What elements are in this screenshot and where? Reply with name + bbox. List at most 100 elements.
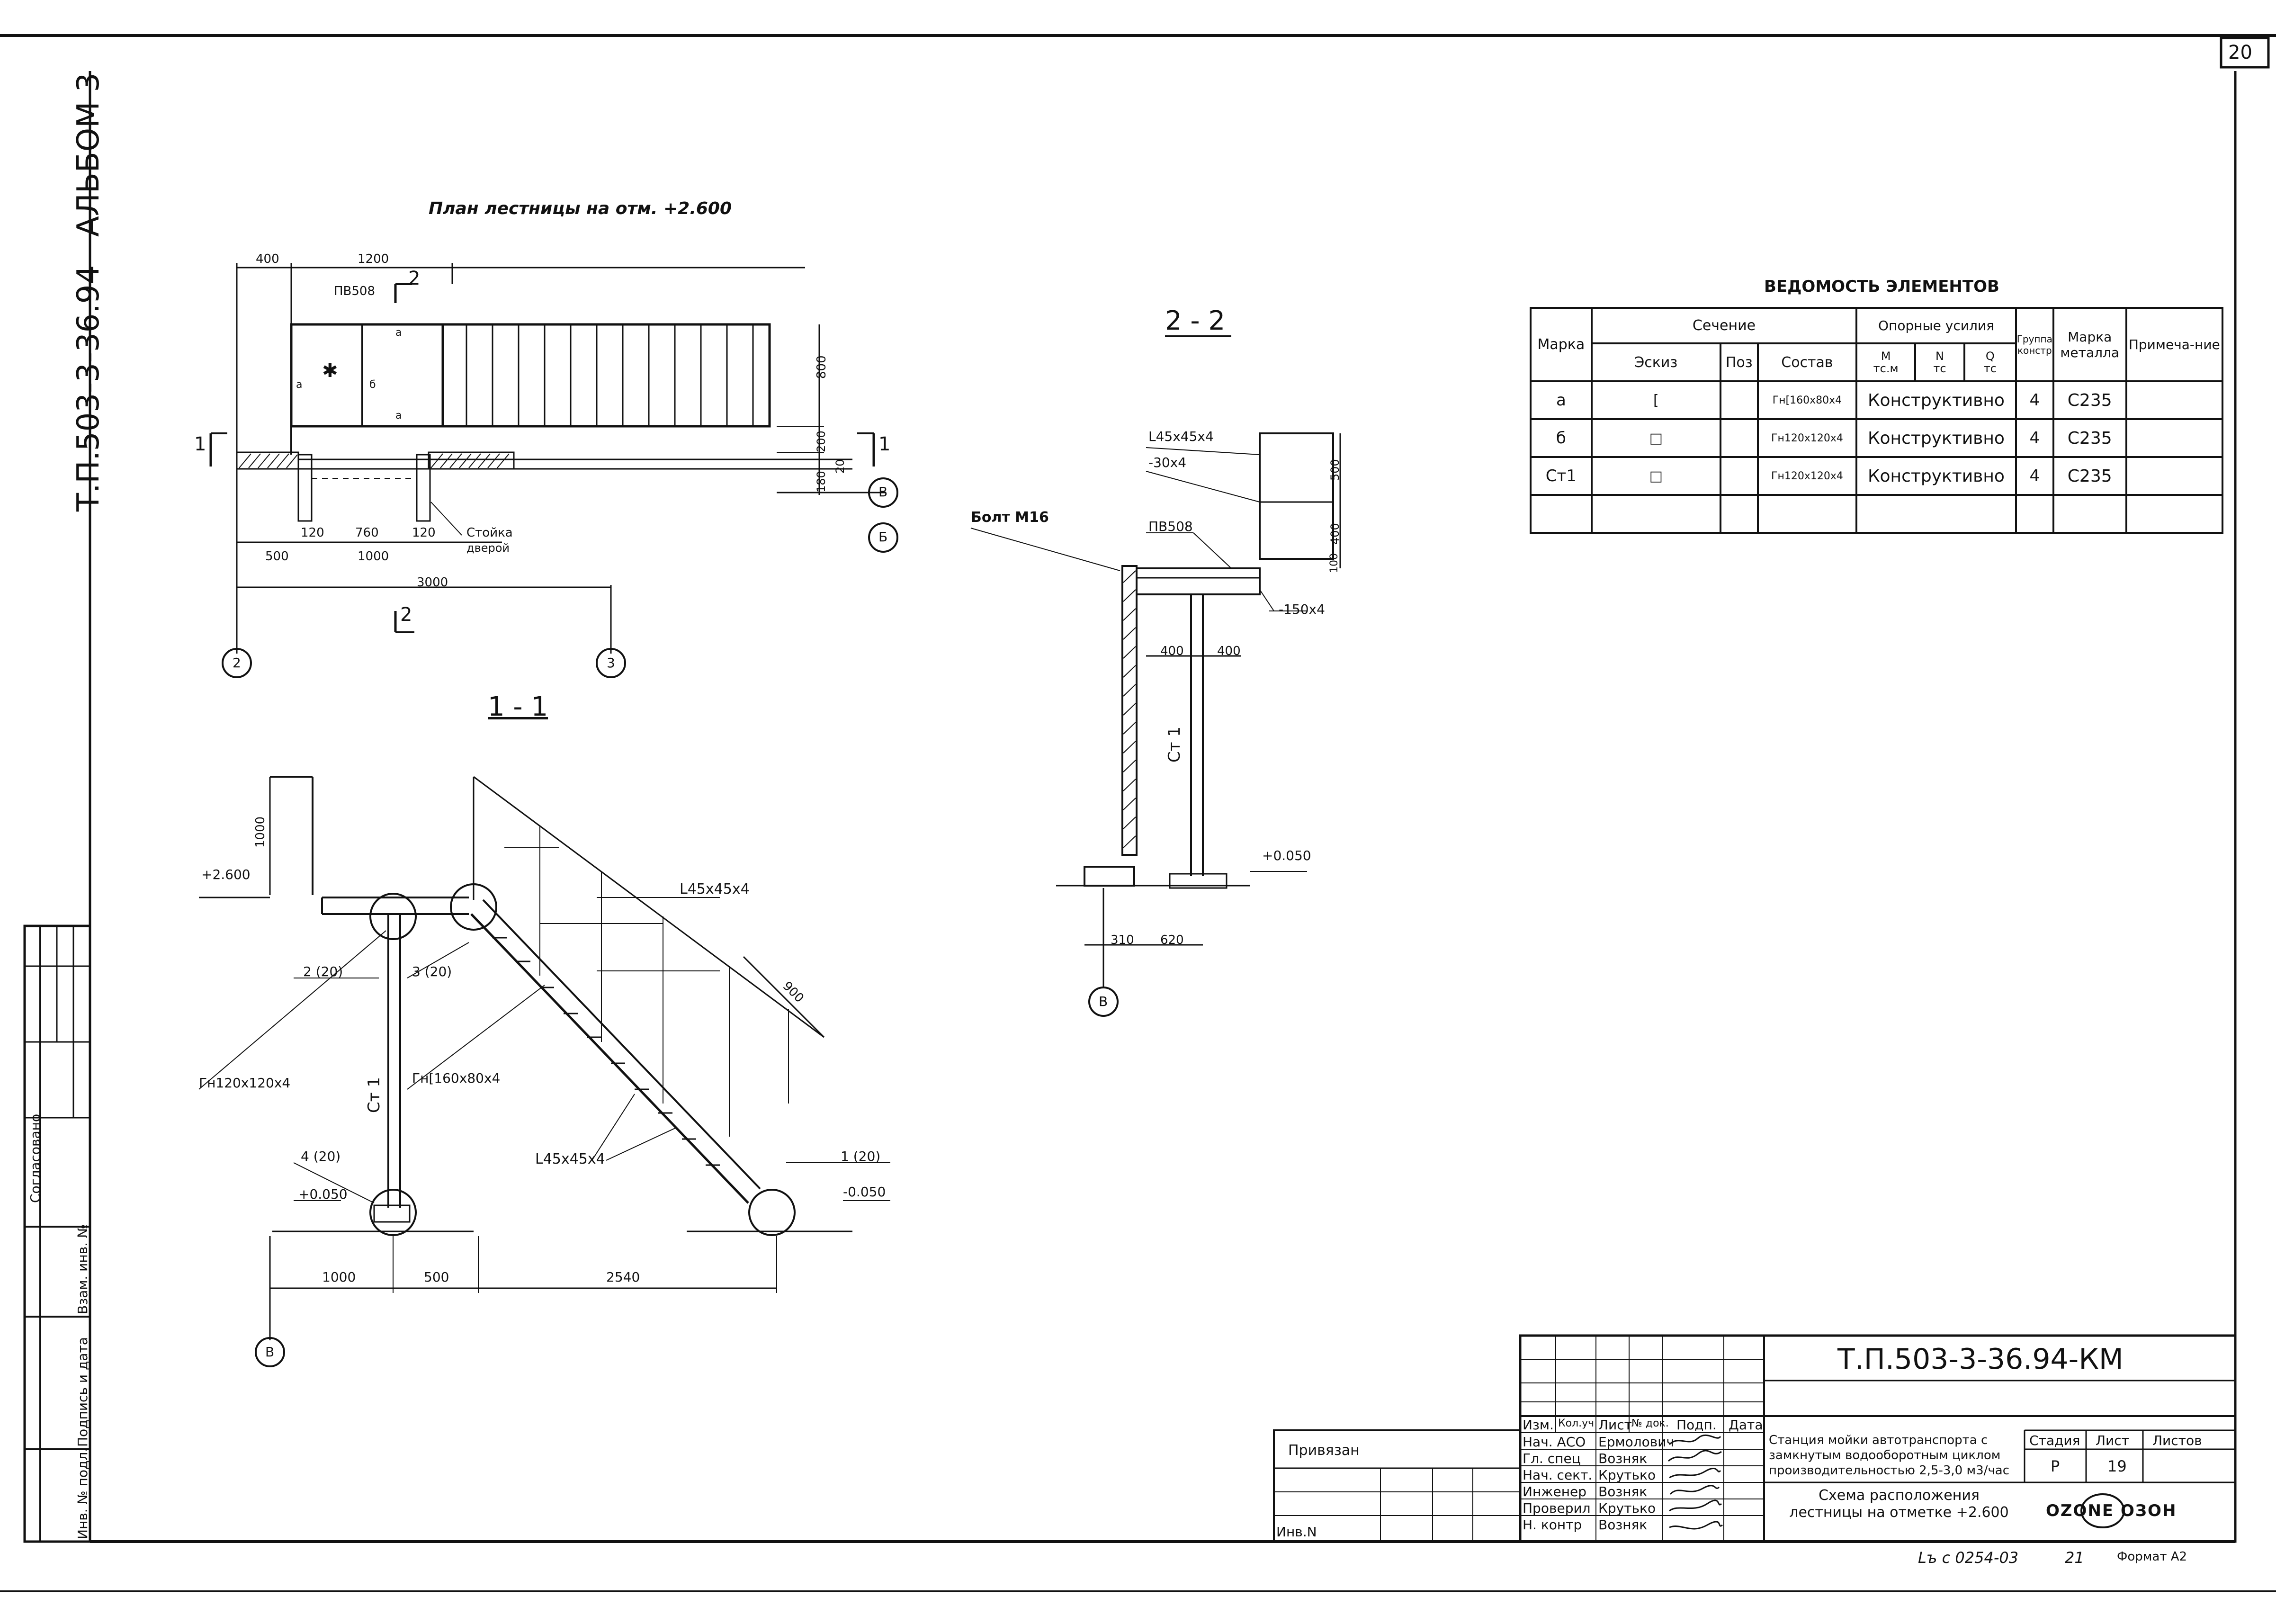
th-q-label: Q xyxy=(1985,349,1995,363)
plan-label-a3: а xyxy=(395,410,402,422)
sheet-header: Лист xyxy=(2096,1433,2129,1448)
tb-col-doc: № док. xyxy=(1631,1418,1669,1429)
th-q-unit: тс xyxy=(1983,362,1997,375)
cell-group: 4 xyxy=(2015,418,2054,458)
cell-steel: С235 xyxy=(2052,418,2127,458)
inv-subst-label: Взам. инв. № xyxy=(75,1224,90,1314)
s22-dim-400a: 400 xyxy=(1160,644,1184,658)
plan-label-a2: а xyxy=(296,379,303,391)
bound-label: Привязан xyxy=(1288,1442,1360,1459)
rebar-mesh-icon: ✱ xyxy=(322,360,338,382)
s22-dim-100: 100 xyxy=(1328,553,1340,573)
cell-forces: Конструктивно xyxy=(1855,380,2017,420)
s11-n4: 4 (20) xyxy=(301,1148,341,1164)
cell-composition: Гн[160х80х4 xyxy=(1756,380,1858,420)
inv-label: Инв.N xyxy=(1276,1524,1317,1540)
cell-steel: С235 xyxy=(2052,380,2127,420)
th-composition: Состав xyxy=(1756,342,1858,382)
tb-col-sign: Подп. xyxy=(1676,1417,1717,1433)
s11-dim-500: 500 xyxy=(424,1269,449,1285)
tb-col-list: Лист xyxy=(1598,1417,1632,1433)
cell-empty xyxy=(1590,494,1721,534)
tb-name-5: Возняк xyxy=(1598,1517,1648,1533)
post-label-1: Стойка xyxy=(466,526,513,540)
th-group: Группа констр xyxy=(2015,307,2054,382)
sign-date-label: Подпись и дата xyxy=(75,1337,90,1447)
project-name: Станция мойки автотранспорта с замкнутым… xyxy=(1769,1433,2009,1478)
axis-2: 2 xyxy=(233,655,241,671)
drawing-name: Схема расположения лестницы на отметке +… xyxy=(1789,1487,2009,1521)
s22-dim-620: 620 xyxy=(1160,933,1184,947)
plan-label-b: б xyxy=(369,379,376,391)
plan-dim-200: 200 xyxy=(815,431,828,452)
album-label: АЛЬБОМ 3 xyxy=(71,72,106,237)
axis-B-s11: В xyxy=(265,1344,275,1360)
table-row-empty xyxy=(1530,494,2224,534)
cell-empty xyxy=(1530,494,1593,534)
cell-pos xyxy=(1719,456,1759,496)
th-m-label: М xyxy=(1881,349,1891,363)
footer-num: 21 xyxy=(2065,1549,2084,1567)
s11-gn120: Гн120х120х4 xyxy=(199,1075,291,1091)
th-section: Сечение xyxy=(1590,307,1858,344)
plan-dim-800: 800 xyxy=(815,355,829,379)
cell-pos xyxy=(1719,380,1759,420)
th-steel: Марка металла xyxy=(2052,307,2127,382)
plan-dim-1200: 1200 xyxy=(358,252,389,266)
s11-n2: 2 (20) xyxy=(303,964,343,979)
s22-p150: -150х4 xyxy=(1279,601,1325,617)
th-n-label: N xyxy=(1935,349,1944,363)
page-number: 20 xyxy=(2228,42,2252,63)
sheet-value: 19 xyxy=(2107,1457,2127,1475)
s11-dim-1000v: 1000 xyxy=(253,816,268,848)
tb-name-4: Крутько xyxy=(1598,1500,1656,1516)
sheets-header: Листов xyxy=(2152,1433,2202,1448)
th-n-unit: тс xyxy=(1933,362,1946,375)
cell-mark: а xyxy=(1530,380,1593,420)
cut-2-top: 2 xyxy=(408,268,421,289)
plan-dim-500: 500 xyxy=(265,549,289,564)
s22-bolt: Болт М16 xyxy=(971,509,1049,526)
th-forces: Опорные усилия xyxy=(1855,307,2017,344)
cell-sketch: □ xyxy=(1590,456,1721,496)
cell-empty xyxy=(1855,494,2017,534)
doc-code-side: Т.П.503-3-36.94 xyxy=(71,265,106,511)
s11-elev-top: +2.600 xyxy=(201,867,251,882)
cell-steel: С235 xyxy=(2052,456,2127,496)
cell-group: 4 xyxy=(2015,456,2054,496)
table-row: а [ Гн[160х80х4 Конструктивно 4 С235 xyxy=(1530,380,2224,420)
axis-3: 3 xyxy=(607,655,615,671)
s11-st1: Ст 1 xyxy=(365,1077,384,1113)
s22-st1: Ст 1 xyxy=(1165,727,1184,763)
th-sketch: Эскиз xyxy=(1590,342,1721,382)
cell-composition: Гн120х120х4 xyxy=(1756,456,1858,496)
s22-l45: L45х45х4 xyxy=(1148,429,1214,444)
plan-dim-1000: 1000 xyxy=(358,549,389,564)
tb-role-2: Нач. сект. xyxy=(1523,1467,1593,1483)
tb-name-0: Ермолович xyxy=(1598,1434,1674,1450)
plan-dim-120b: 120 xyxy=(412,526,436,540)
s11-l45-b: L45х45х4 xyxy=(535,1151,605,1167)
cell-composition: Гн120х120х4 xyxy=(1756,418,1858,458)
cell-sketch: □ xyxy=(1590,418,1721,458)
s22-elev: +0.050 xyxy=(1262,848,1311,863)
company-logo: OZONE ОЗОН xyxy=(2046,1501,2177,1520)
plan-dim-400: 400 xyxy=(256,252,279,266)
plan-dim-760: 760 xyxy=(355,526,379,540)
cell-sketch: [ xyxy=(1590,380,1721,420)
signature-marks xyxy=(1667,1435,1723,1530)
cell-empty xyxy=(2125,494,2224,534)
cell-forces: Конструктивно xyxy=(1855,456,2017,496)
cell-empty xyxy=(2052,494,2127,534)
plan-dim-3000: 3000 xyxy=(417,575,448,590)
elements-table-title: ВЕДОМОСТЬ ЭЛЕМЕНТОВ xyxy=(1764,277,1999,296)
tb-name-3: Возняк xyxy=(1598,1484,1648,1499)
cell-group: 4 xyxy=(2015,380,2054,420)
tb-role-0: Нач. АСО xyxy=(1523,1434,1586,1450)
s11-elev-right: -0.050 xyxy=(843,1184,886,1200)
cell-empty xyxy=(1719,494,1759,534)
